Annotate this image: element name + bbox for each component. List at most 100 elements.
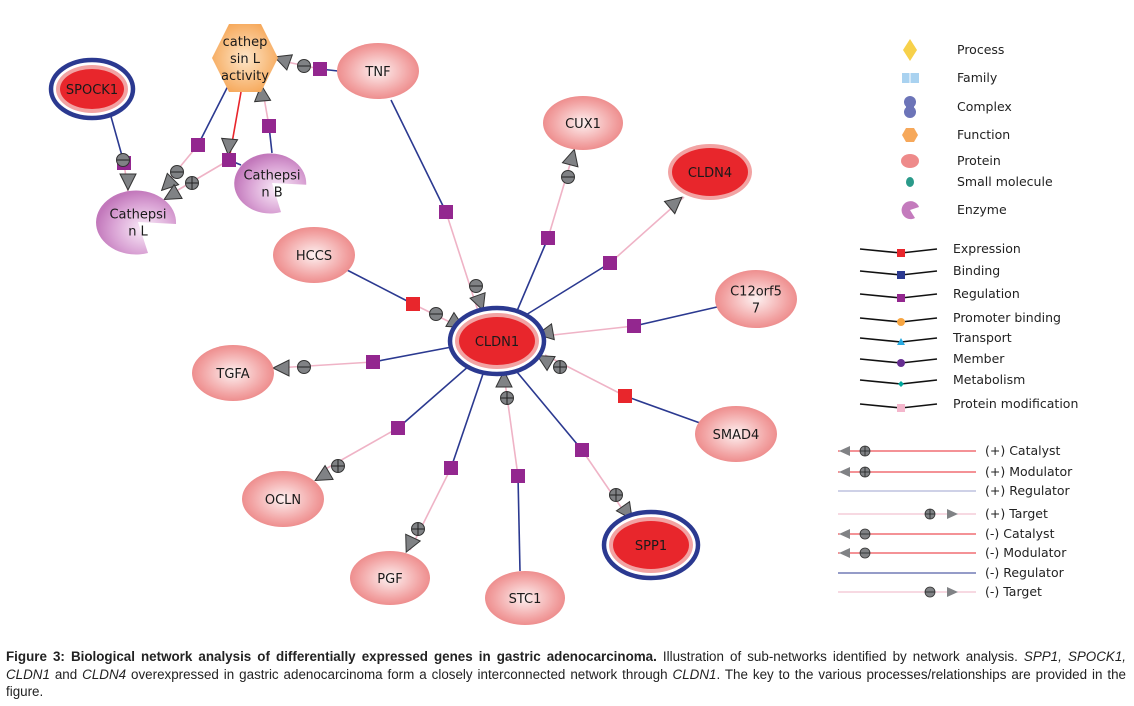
regulation-marker (575, 443, 589, 457)
regulator-line (633, 306, 718, 327)
enzyme-shape (96, 190, 177, 255)
complex-icon (904, 96, 916, 118)
caption-text: Illustration of sub-networks identified … (656, 649, 1024, 664)
node-smad4: SMAD4 (695, 406, 777, 462)
arrowhead-icon (536, 354, 556, 372)
edge-spock1-cathepsinl (109, 112, 137, 193)
minus-sign-icon (924, 586, 936, 598)
node-label: 7 (752, 302, 760, 317)
legend-label: Small molecule (957, 174, 1053, 189)
legend-effect: (-) Target (838, 584, 1042, 599)
arrowhead-icon (839, 467, 850, 477)
minus-sign-icon (429, 307, 443, 321)
caption-text: . The key to the various processes/relat… (6, 666, 1126, 700)
legend-relation: Binding (859, 263, 1000, 279)
plus-sign-icon (609, 488, 623, 502)
expression-marker (618, 389, 632, 403)
minus-sign-icon (297, 360, 311, 374)
minus-sign-icon (859, 528, 871, 540)
target-line (445, 211, 479, 312)
regulator-line (372, 345, 458, 363)
enzyme-shape (234, 153, 307, 214)
legend-effect: (+) Catalyst (838, 443, 1061, 458)
target-line (547, 150, 575, 239)
legend-label: Transport (952, 330, 1012, 345)
node-label: CLDN1 (475, 335, 519, 350)
regulator-line (397, 364, 471, 429)
node-label: SPP1 (635, 539, 667, 554)
node-label: SMAD4 (713, 428, 760, 443)
minus-sign-icon (297, 59, 311, 73)
process-diamond-icon (903, 39, 917, 61)
node-label: n B (261, 186, 282, 201)
arrowhead-icon (839, 446, 850, 456)
legend-node-type: Family (902, 70, 998, 85)
edge-cldn1-tgfa (271, 345, 458, 377)
regulator-line (346, 269, 414, 305)
node-cldn4: CLDN4 (668, 144, 752, 200)
node-label: TNF (364, 65, 390, 80)
node-label: sin L (230, 52, 261, 67)
edges-layer (109, 54, 718, 572)
arrowhead-icon (561, 148, 579, 168)
edge-cldn1-ocln (314, 364, 471, 482)
legend-node-type: Complex (904, 96, 1012, 118)
arrowhead-icon (220, 137, 239, 157)
legend-label: Family (957, 70, 998, 85)
edge-c12orf57-cldn1 (536, 306, 718, 341)
node-ocln: OCLN (242, 471, 324, 527)
legend-label: Member (953, 351, 1005, 366)
legend-label: Process (957, 42, 1004, 57)
expression-marker (406, 297, 420, 311)
legend-label: (+) Catalyst (985, 443, 1061, 458)
caption-gene: CLDN1 (672, 666, 717, 682)
legend-label: Regulation (953, 286, 1020, 301)
caption-sep: , (1122, 649, 1126, 664)
arrowhead-icon (947, 509, 958, 519)
node-tgfa: TGFA (192, 345, 274, 401)
regulator-line (390, 99, 447, 213)
legend-effect: (-) Catalyst (838, 526, 1055, 541)
protein-shape (273, 227, 355, 283)
protein-shape (337, 43, 419, 99)
caption-gene: SPP1 (1023, 649, 1059, 664)
regulator-line (513, 237, 549, 319)
regulation-marker (627, 319, 641, 333)
arrowhead-icon (947, 587, 958, 597)
legend-effect: (-) Modulator (838, 545, 1067, 560)
regulator-line (520, 262, 611, 319)
arrowhead-icon (469, 291, 486, 312)
regulator-line (450, 367, 486, 469)
node-label: n L (128, 225, 148, 240)
edge-smad4-cldn1 (536, 354, 701, 424)
edge-stc1-cldn1 (495, 369, 525, 572)
node-pgf: PGF (350, 551, 430, 605)
figure-caption: Figure 3: Biological network analysis of… (6, 648, 1126, 701)
legend-label: Enzyme (957, 202, 1007, 217)
function-hexagon (212, 24, 278, 92)
regulation-marker (366, 355, 380, 369)
node-tnf: TNF (337, 43, 419, 99)
node-label: PGF (377, 572, 402, 587)
node-label: C12orf5 (730, 285, 782, 300)
legend-label: Expression (953, 241, 1021, 256)
arrowhead-icon (253, 83, 272, 103)
legend-relation: Promoter binding (859, 310, 1061, 326)
legend-effect: (-) Regulator (838, 565, 1065, 580)
legend-relation: Metabolism (859, 372, 1025, 387)
protein-shape (242, 471, 324, 527)
arrowhead-icon (839, 548, 850, 558)
edge-cathepsinb-cathepsinl_activity (253, 83, 276, 154)
node-label: OCLN (265, 493, 301, 508)
plus-sign-icon (331, 459, 345, 473)
protein-shape (695, 406, 777, 462)
node-label: CUX1 (565, 117, 601, 132)
legend-effect: (+) Regulator (838, 483, 1071, 498)
arrowhead-icon (495, 369, 513, 388)
legend-node-type: Function (902, 127, 1010, 142)
regulation-marker (191, 138, 205, 152)
regulation-marker (222, 153, 236, 167)
